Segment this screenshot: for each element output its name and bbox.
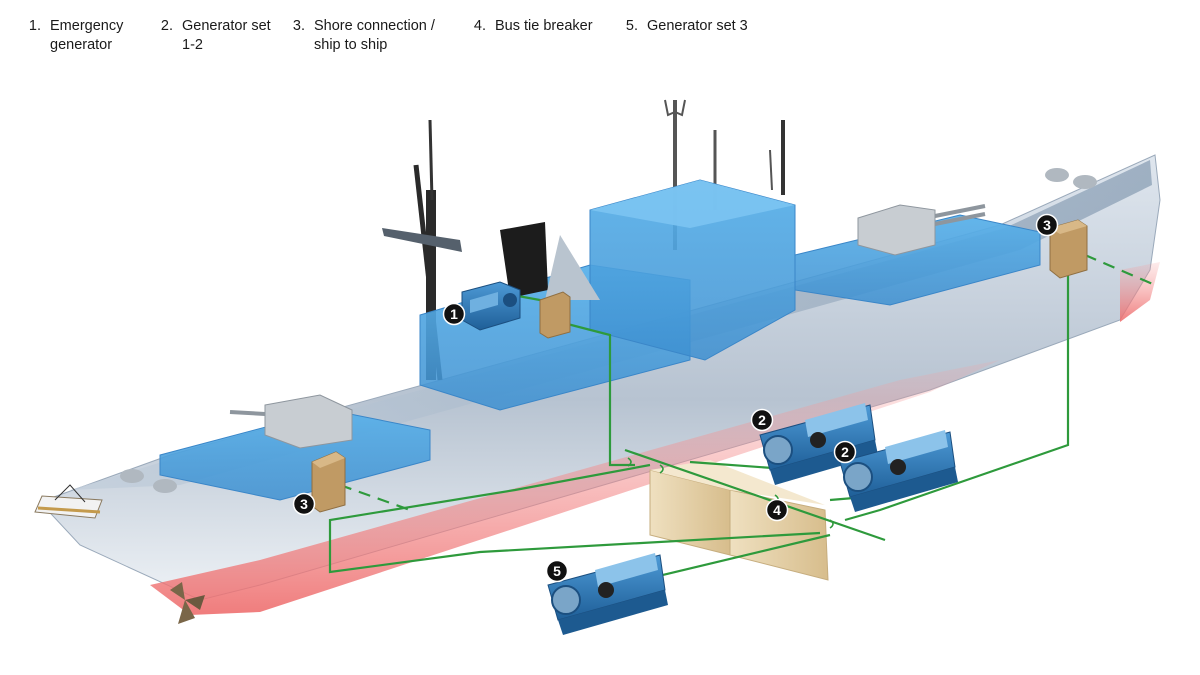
legend-item-generator-set-3: 5. Generator set 3 bbox=[616, 17, 748, 36]
generator-set-1-engine bbox=[759, 403, 878, 485]
badge-shore-connection-forward: 3 bbox=[1035, 213, 1059, 237]
emergency-generator-engine bbox=[461, 281, 521, 331]
small-boat bbox=[34, 484, 103, 519]
legend-item-generator-set-1-2: 2. Generator set 1-2 bbox=[151, 17, 271, 55]
legend-label: Bus tie breaker bbox=[495, 18, 593, 34]
legend-number: 5. bbox=[625, 18, 638, 34]
generator-set-2-engine bbox=[839, 430, 958, 512]
deck-fittings bbox=[120, 168, 1097, 493]
badge-number: 2 bbox=[841, 444, 849, 460]
gun-turret-aft bbox=[229, 394, 353, 449]
generator-set-3-engine bbox=[547, 553, 668, 635]
legend-item-bus-tie-breaker: 4. Bus tie breaker bbox=[464, 17, 593, 36]
legend-label: Shore connection / ship to ship bbox=[314, 18, 435, 53]
legend-label: Generator set 1-2 bbox=[182, 18, 271, 53]
legend-item-emergency-generator: 1. Emergency generator bbox=[19, 17, 123, 55]
emergency-switch-box bbox=[539, 291, 571, 339]
shore-connection-cables-dashed bbox=[339, 253, 1156, 512]
shore-connection-box-aft bbox=[311, 451, 346, 513]
badge-generator-set-3: 5 bbox=[545, 559, 569, 583]
gun-turret-forward bbox=[857, 204, 986, 256]
legend-number: 4. bbox=[473, 18, 486, 34]
badge-number: 3 bbox=[1043, 217, 1051, 233]
badge-number: 1 bbox=[450, 306, 458, 322]
legend-number: 3. bbox=[292, 18, 305, 34]
ship-superstructure bbox=[159, 179, 1041, 501]
badge-number: 3 bbox=[300, 496, 308, 512]
legend-number: 2. bbox=[160, 18, 173, 34]
legend: 1. Emergency generator 2. Generator set … bbox=[0, 0, 1200, 60]
badge-generator-set-1: 2 bbox=[750, 408, 774, 432]
legend-label: Emergency generator bbox=[50, 18, 124, 53]
main-switchboard bbox=[649, 460, 829, 581]
legend-item-shore-connection: 3. Shore connection / ship to ship bbox=[283, 17, 435, 55]
badge-bus-tie-breaker: 4 bbox=[765, 498, 789, 522]
badge-number: 4 bbox=[773, 502, 781, 518]
badge-number: 5 bbox=[553, 563, 561, 579]
propeller bbox=[170, 582, 205, 624]
badge-number: 2 bbox=[758, 412, 766, 428]
legend-number: 1. bbox=[28, 18, 41, 34]
legend-label: Generator set 3 bbox=[647, 18, 748, 34]
badge-emergency-generator: 1 bbox=[442, 302, 466, 326]
badge-shore-connection-aft: 3 bbox=[292, 492, 316, 516]
shore-connection-box-forward bbox=[1049, 219, 1088, 279]
badge-generator-set-2: 2 bbox=[833, 440, 857, 464]
